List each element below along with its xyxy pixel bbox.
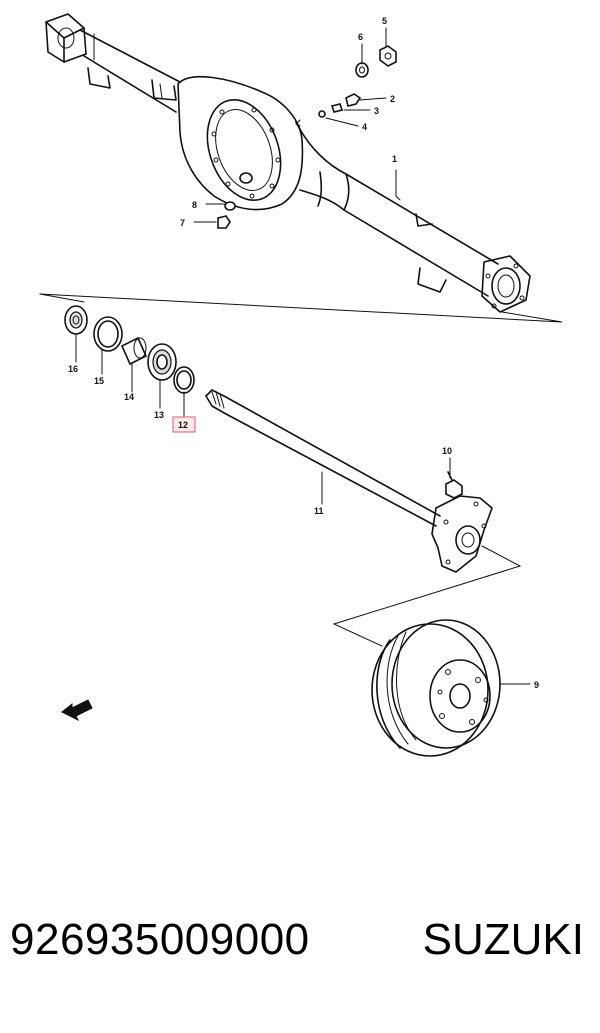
callout-8[interactable]: 8 [192,200,197,210]
callout-16[interactable]: 16 [68,364,78,374]
callout-5[interactable]: 5 [382,16,387,26]
wheel-bearing-13 [147,343,177,381]
footer: 926935009000 SUZUKI [0,915,600,995]
callout-7[interactable]: 7 [180,218,185,228]
callout-13[interactable]: 13 [154,410,164,420]
callout-labels: 1 2 3 4 5 6 7 8 9 10 11 12 13 14 15 16 [68,16,539,690]
breather-and-fittings [217,45,397,229]
callout-9[interactable]: 9 [534,680,539,690]
sleeve-14 [120,336,148,366]
oil-seal-16 [64,305,88,335]
callout-2[interactable]: 2 [390,94,395,104]
wheel-stud-10 [445,471,463,499]
callout-1[interactable]: 1 [392,154,397,164]
brake-drum-9 [371,619,501,757]
callout-14[interactable]: 14 [124,392,134,402]
brand-name: SUZUKI [422,915,584,964]
callout-11[interactable]: 11 [314,506,324,516]
leader-lines [75,27,531,685]
axle-shaft-11 [205,389,493,573]
callout-12[interactable]: 12 [178,420,188,430]
callout-10[interactable]: 10 [442,446,452,456]
callout-15[interactable]: 15 [94,376,104,386]
retainer-ring-15 [93,316,123,352]
front-direction-arrow-icon [61,699,93,722]
retainer-ring-12 [173,366,195,394]
part-number: 926935009000 [10,915,310,964]
callout-6[interactable]: 6 [358,32,363,42]
explode-plane-upper [39,293,563,323]
callout-12-highlight-box [172,416,196,433]
explode-plane-lower [332,545,522,647]
callout-4[interactable]: 4 [362,122,367,132]
axle-housing [45,13,531,313]
callout-3[interactable]: 3 [374,106,379,116]
exploded-parts-diagram: 1 2 3 4 5 6 7 8 9 10 11 12 13 14 15 16 [39,13,563,757]
